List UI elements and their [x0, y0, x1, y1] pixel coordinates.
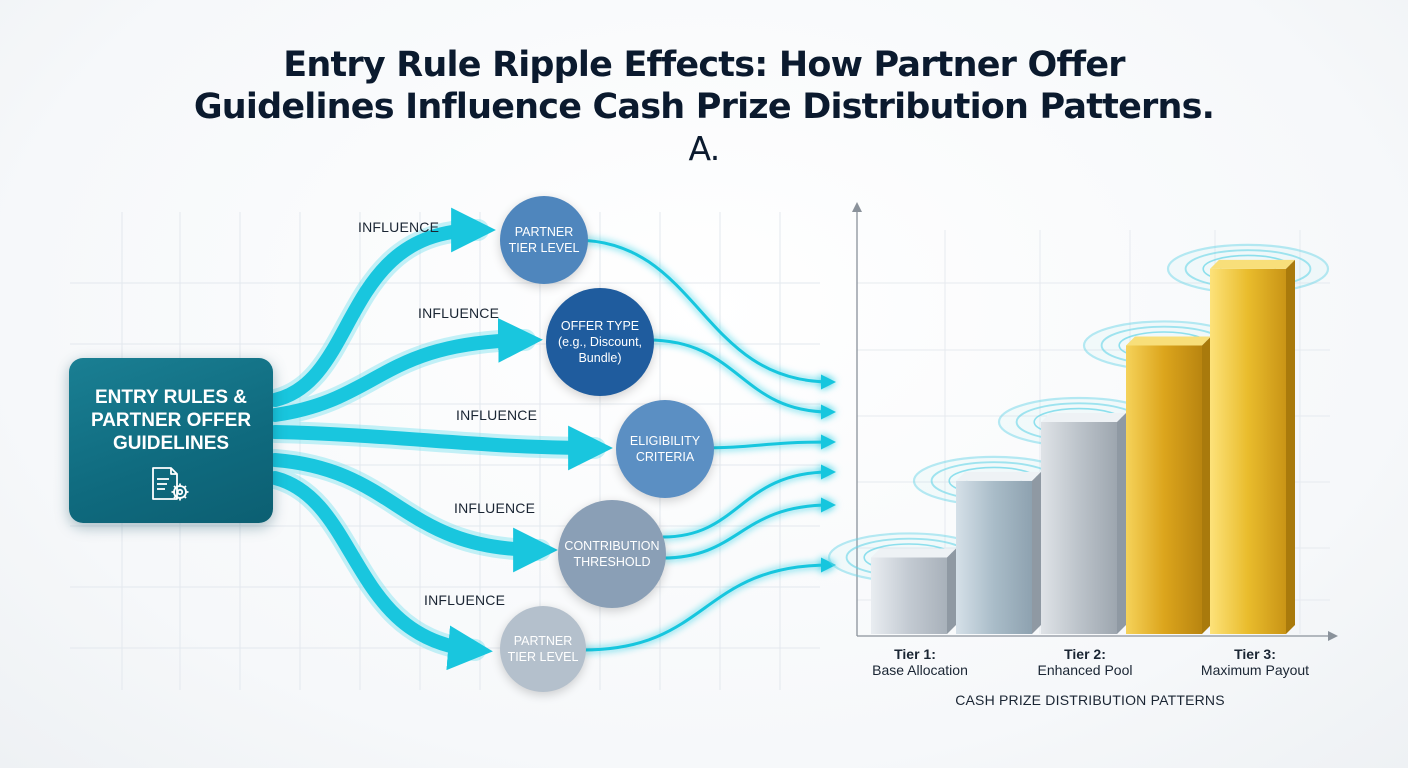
flow-entry-to-node5	[268, 471, 493, 671]
tier-3-label: Tier 3:	[1234, 646, 1276, 662]
bar-top-4	[1126, 336, 1211, 346]
node-4-line-1: CONTRIBUTION	[564, 539, 660, 553]
flow-node5-to-chart	[582, 557, 836, 652]
node-5-line-2: TIER LEVEL	[507, 650, 579, 664]
node-2-line-1: OFFER TYPE	[560, 319, 640, 333]
node-eligibility-criteria: ELIGIBILITY CRITERIA	[616, 400, 714, 498]
bar-top-5	[1210, 259, 1295, 269]
bar-2	[956, 480, 1032, 634]
bar-top-2	[956, 471, 1041, 481]
tier-3-sublabel: Maximum Payout	[1200, 662, 1310, 678]
bar-top-3	[1041, 413, 1126, 422]
bar-5	[1210, 268, 1286, 634]
chart-bars	[827, 243, 1330, 634]
node-contribution-threshold: CONTRIBUTION THRESHOLD	[558, 500, 666, 608]
entry-to-node-flows	[264, 207, 613, 671]
x-axis-title: CASH PRIZE DISTRIBUTION PATTERNS	[955, 692, 1225, 708]
flow-entry-to-node3	[268, 425, 613, 471]
entry-rules-box: ENTRY RULES & PARTNER OFFER GUIDELINES	[69, 358, 273, 523]
tier-2-label: Tier 2:	[1064, 646, 1106, 662]
influence-label-3: INFLUENCE	[456, 407, 538, 423]
influence-label-5: INFLUENCE	[424, 592, 506, 608]
flow-entry-to-node1	[268, 207, 496, 407]
tier-1-label: Tier 1:	[894, 646, 936, 662]
flow-entry-to-node4	[268, 453, 558, 573]
flow-node1-to-chart	[574, 238, 836, 390]
chart-axes	[852, 202, 1338, 641]
node-4-line-2: THRESHOLD	[573, 555, 651, 569]
tier-1-sublabel: Base Allocation	[872, 662, 968, 678]
node-3-line-1: ELIGIBILITY	[629, 434, 701, 448]
node-3-line-2: CRITERIA	[635, 450, 695, 464]
node-partner-tier-level-2: PARTNER TIER LEVEL	[500, 606, 586, 692]
bar-side-1	[947, 548, 956, 634]
node-1-line-1: PARTNER	[514, 225, 574, 239]
bar-3	[1041, 422, 1117, 634]
title-line-3: A.	[688, 129, 721, 168]
bar-side-3	[1117, 413, 1126, 634]
flow-node4a-to-chart	[662, 464, 836, 539]
bar-4	[1126, 345, 1202, 634]
bar-top-1	[871, 548, 956, 558]
flow-node4b-to-chart	[662, 497, 836, 560]
influence-label-4: INFLUENCE	[454, 500, 536, 516]
influence-label-1: INFLUENCE	[358, 219, 440, 235]
bar-side-4	[1202, 336, 1211, 634]
entry-line-3: GUIDELINES	[112, 433, 230, 454]
node-5-line-1: PARTNER	[513, 634, 573, 648]
entry-line-2: PARTNER OFFER	[90, 410, 252, 431]
node-partner-tier-level: PARTNER TIER LEVEL	[500, 196, 588, 284]
title-line-2: Guidelines Influence Cash Prize Distribu…	[193, 87, 1215, 127]
flow-node3-to-chart	[694, 434, 836, 450]
node-1-line-2: TIER LEVEL	[508, 241, 580, 255]
bar-side-5	[1286, 259, 1295, 634]
entry-line-1: ENTRY RULES &	[94, 387, 248, 408]
node-offer-type: OFFER TYPE (e.g., Discount, Bundle)	[546, 288, 654, 396]
flow-node2-to-chart	[647, 338, 836, 420]
bar-1	[871, 557, 947, 634]
influence-label-2: INFLUENCE	[418, 305, 500, 321]
node-2-line-2: (e.g., Discount,	[557, 335, 643, 349]
tier-2-sublabel: Enhanced Pool	[1037, 662, 1133, 678]
node-2-line-3: Bundle)	[578, 351, 622, 365]
flow-entry-to-node2	[268, 317, 543, 422]
node-to-chart-flows	[574, 238, 836, 652]
document-gear-icon	[152, 467, 189, 501]
title-line-1: Entry Rule Ripple Effects: How Partner O…	[283, 45, 1125, 85]
bar-side-2	[1032, 471, 1041, 634]
